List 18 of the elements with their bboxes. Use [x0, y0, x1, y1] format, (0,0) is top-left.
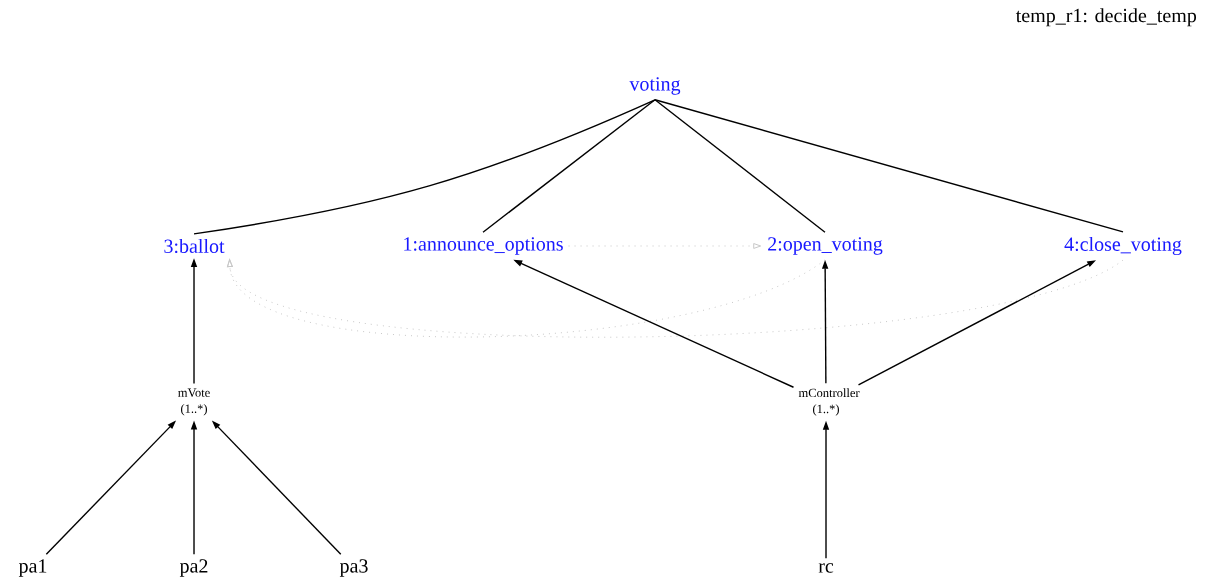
goal-label: 2:open_voting	[768, 237, 883, 255]
goal-label: 3:ballot	[164, 238, 225, 254]
heading-label: temp_r1: decide_temp	[1015, 8, 1197, 27]
role-label: mController (1..*)	[798, 388, 860, 416]
connector	[482, 99, 656, 233]
goal-label: 1:announce_options	[404, 237, 563, 255]
role-label: mVote (1..*)	[178, 388, 210, 416]
agent-label: pa3	[339, 559, 368, 577]
arrow	[226, 259, 1124, 338]
connector	[654, 99, 826, 233]
arrow	[568, 243, 762, 249]
agent-label: pa1	[18, 559, 47, 577]
goal-label: 4:close_voting	[1064, 236, 1182, 256]
agent-label: rc	[818, 563, 834, 573]
connector	[193, 99, 656, 235]
goal-label: voting	[629, 77, 681, 95]
connector	[654, 99, 1124, 233]
agent-label: pa2	[179, 559, 208, 577]
